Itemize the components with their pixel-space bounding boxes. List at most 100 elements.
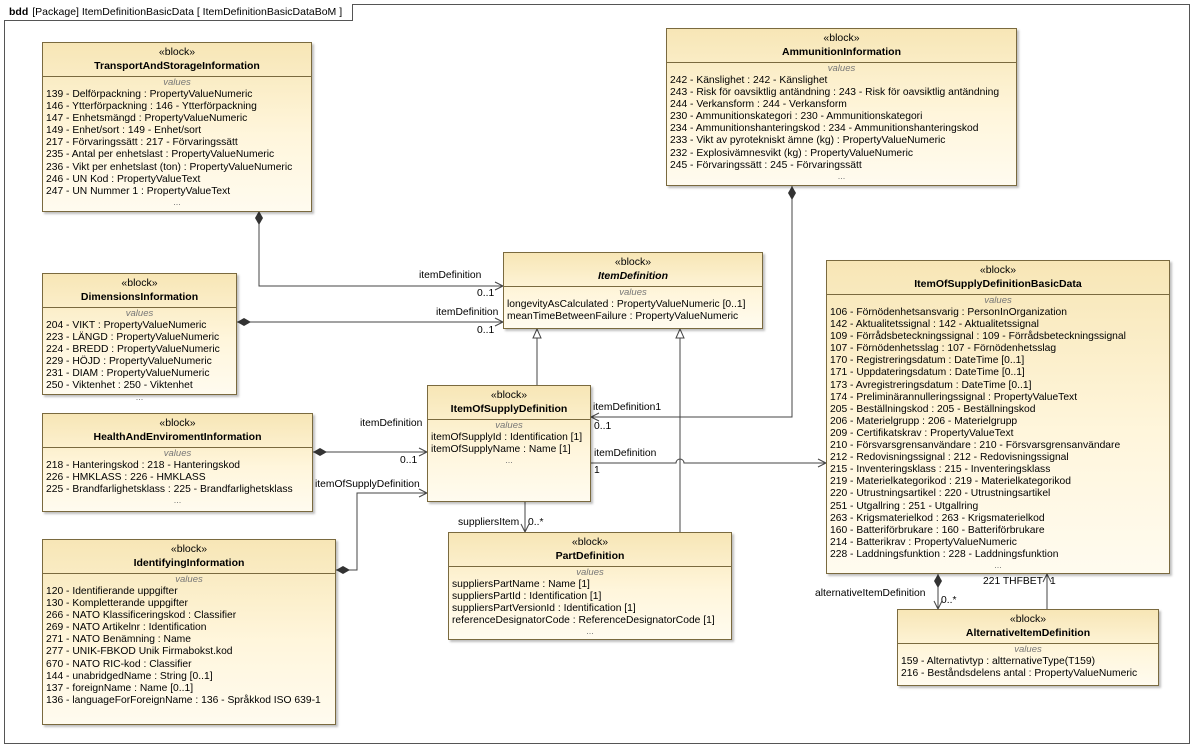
value-row: 142 - Aktualitetssignal : 142 - Aktualit…: [830, 319, 1039, 331]
compartment-separator: [428, 419, 590, 420]
multiplicity-label-dimensions: 0..1: [477, 325, 495, 336]
block-part-definition[interactable]: «block» PartDefinition values suppliersP…: [448, 532, 732, 640]
value-row: 217 - Förvaringssätt : 217 - Förvaringss…: [46, 137, 238, 149]
values-list: 106 - Förnödenhetsansvarig : PersonInOrg…: [827, 307, 1169, 561]
values-ellipsis: ...: [135, 391, 144, 402]
composition-diamond-dimensions: [237, 318, 251, 326]
values-ellipsis: ...: [586, 626, 594, 637]
role-label-thfbet: 221 THFBET: [983, 576, 1043, 587]
composition-diamond-identifying: [336, 566, 350, 574]
value-row: 205 - Beställningskod : 205 - Beställnin…: [830, 403, 1036, 415]
values-caption: values: [125, 308, 154, 319]
value-row: 225 - Brandfarlighetsklass : 225 - Brand…: [46, 484, 293, 496]
values-caption: values: [827, 63, 856, 74]
value-row: 231 - DIAM : PropertyValueNumeric: [46, 368, 210, 380]
value-row: 244 - Verkansform : 244 - Verkansform: [670, 99, 847, 111]
block-item-of-supply-definition[interactable]: «block» ItemOfSupplyDefinition values it…: [427, 385, 591, 502]
values-ellipsis: ...: [173, 495, 182, 506]
values-caption: values: [495, 420, 523, 431]
value-row: 251 - Utgallring : 251 - Utgallring: [830, 500, 979, 512]
arrowhead-thfbet: [1042, 572, 1052, 583]
value-row: 245 - Förvaringssätt : 245 - Förvaringss…: [670, 159, 862, 171]
value-row: 250 - Viktenhet : 250 - Viktenhet: [46, 380, 193, 392]
value-row: 230 - Ammunitionskategori : 230 - Ammuni…: [670, 111, 923, 123]
value-row: 214 - Batterikrav : PropertyValueNumeric: [830, 536, 1017, 548]
value-row: 228 - Laddningsfunktion : 228 - Laddning…: [830, 548, 1059, 560]
multiplicity-label-basicdata: 1: [594, 465, 600, 476]
value-row: 170 - Registreringsdatum : DateTime [0..…: [830, 355, 1025, 367]
block-stereotype: «block»: [1009, 613, 1047, 625]
values-ellipsis: ...: [505, 455, 513, 466]
edge-transport-itemdefinition: [258, 213, 503, 287]
value-row: 171 - Uppdateringsdatum : DateTime [0..1…: [830, 367, 1025, 379]
block-identifying-information[interactable]: «block» IdentifyingInformation values 12…: [42, 539, 336, 725]
multiplicity-label-ammunition: 0..1: [594, 421, 612, 432]
values-list: 139 - Delförpackning : PropertyValueNume…: [43, 89, 311, 198]
block-ammunition-information[interactable]: «block» AmmunitionInformation values 242…: [666, 28, 1017, 186]
value-row: 204 - VIKT : PropertyValueNumeric: [46, 320, 207, 331]
block-item-of-supply-definition-basic-data[interactable]: «block» ItemOfSupplyDefinitionBasicData …: [826, 260, 1170, 574]
block-stereotype: «block»: [158, 46, 196, 58]
value-row: 263 - Krigsmaterielkod : 263 - Krigsmate…: [830, 512, 1045, 524]
block-name: HealthAndEnviromentInformation: [93, 431, 262, 443]
value-row: 229 - HÖJD : PropertyValueNumeric: [46, 356, 212, 368]
value-row: 226 - HMKLASS : 226 - HMKLASS: [46, 472, 206, 484]
block-name: AlternativeItemDefinition: [965, 627, 1091, 639]
multiplicity-label-suppliers: 0..*: [528, 517, 544, 528]
values-caption: values: [619, 287, 647, 298]
block-transport-and-storage-information[interactable]: «block» TransportAndStorageInformation v…: [42, 42, 312, 212]
role-label-ammunition: itemDefinition1: [593, 402, 662, 413]
role-label-suppliers: suppliersItem: [458, 517, 520, 528]
value-row: 147 - Enhetsmängd : PropertyValueNumeric: [46, 113, 248, 125]
composition-diamond-health: [313, 448, 327, 456]
value-row: 130 - Kompletterande uppgifter: [46, 598, 188, 610]
value-row: referenceDesignatorCode : ReferenceDesig…: [452, 615, 715, 627]
diagram-frame: [4, 4, 1190, 744]
value-row: longevityAsCalculated : PropertyValueNum…: [507, 299, 746, 310]
value-row: 220 - Utrustningsartikel : 220 - Utrustn…: [830, 488, 1051, 500]
values-caption: values: [1014, 644, 1042, 655]
multiplicity-label-health: 0..1: [400, 455, 418, 466]
value-row: 144 - unabridgedName : String [0..1]: [46, 670, 213, 682]
value-row: 236 - Vikt per enhetslast (ton) : Proper…: [46, 161, 293, 173]
block-name: ItemOfSupplyDefinition: [450, 403, 568, 415]
compartment-separator: [43, 76, 311, 77]
role-label-transport: itemDefinition: [419, 270, 482, 281]
compartment-separator: [43, 573, 335, 574]
value-row: itemOfSupplyName : Name [1]: [431, 444, 571, 456]
value-row: 146 - Ytterförpackning : 146 - Ytterförp…: [46, 101, 257, 113]
value-row: 149 - Enhet/sort : 149 - Enhet/sort: [46, 125, 202, 137]
block-health-and-enviroment-information[interactable]: «block» HealthAndEnviromentInformation v…: [42, 413, 313, 512]
value-row: 109 - Förrådsbeteckningssignal : 109 - F…: [830, 331, 1126, 343]
multiplicity-label-transport: 0..1: [477, 288, 495, 299]
value-row: 269 - NATO Artikelnr : Identification: [46, 622, 207, 634]
block-alternative-item-definition[interactable]: «block» AlternativeItemDefinition values…: [897, 609, 1159, 686]
block-stereotype: «block»: [571, 536, 609, 548]
block-stereotype: «block»: [614, 256, 652, 268]
compartment-separator: [827, 294, 1169, 295]
composition-diamond-ammunition: [788, 186, 796, 200]
value-row: 216 - Beståndsdelens antal : PropertyVal…: [901, 668, 1138, 680]
values-list: 204 - VIKT : PropertyValueNumeric 223 - …: [43, 320, 236, 393]
value-row: 160 - Batteriförbrukare : 160 - Batterif…: [830, 524, 1045, 536]
value-row: 670 - NATO RIC-kod : Classifier: [46, 658, 192, 670]
value-row: 206 - Materielgrupp : 206 - Materielgrup…: [830, 415, 1018, 427]
value-row: 210 - Försvarsgrensanvändare : 210 - För…: [830, 440, 1121, 452]
multiplicity-label-alternative: 0..*: [941, 595, 957, 606]
value-row: 247 - UN Nummer 1 : PropertyValueText: [46, 185, 231, 197]
block-item-definition[interactable]: «block» ItemDefinition values longevityA…: [503, 252, 763, 329]
value-row: suppliersPartId : Identification [1]: [452, 591, 602, 603]
block-name: ItemDefinition: [598, 270, 668, 282]
role-label-identifying: itemOfSupplyDefinition: [315, 479, 420, 490]
values-caption: values: [163, 77, 191, 88]
value-row: 212 - Redovisningssignal : 212 - Redovis…: [830, 452, 1069, 464]
block-stereotype: «block»: [979, 264, 1017, 276]
compartment-separator: [504, 286, 762, 287]
value-row: 233 - Vikt av pyrotekniskt ämne (kg) : P…: [670, 135, 946, 147]
composition-diamond-alternative: [934, 574, 942, 588]
value-row: 174 - Preliminärannulleringssignal : Pro…: [830, 391, 1078, 403]
block-dimensions-information[interactable]: «block» DimensionsInformation values 204…: [42, 273, 237, 401]
generalization-triangle-itemofsupply: [532, 327, 542, 339]
values-caption: values: [175, 574, 203, 585]
